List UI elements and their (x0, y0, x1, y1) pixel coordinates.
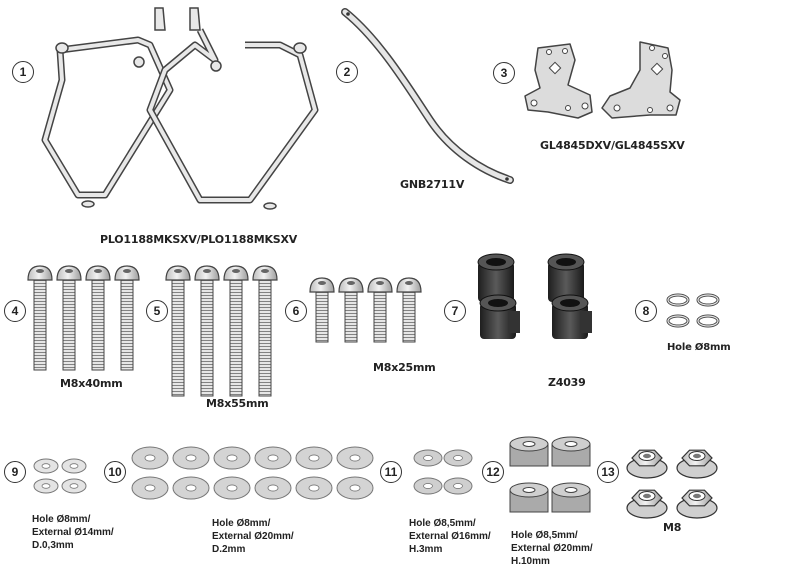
label-line: H.10mm (511, 556, 550, 567)
part-number-8: 8 (635, 300, 657, 322)
washer (213, 476, 251, 500)
part-number-2: 2 (336, 61, 358, 83)
washer (33, 458, 59, 474)
washer (413, 477, 443, 495)
bolt (56, 265, 82, 371)
label-line: H.3mm (409, 544, 443, 555)
washer (33, 478, 59, 494)
thin-washers (33, 458, 87, 494)
part-label-13: M8 (663, 521, 682, 534)
part-label-6: M8x25mm (373, 361, 436, 374)
bolt (165, 265, 191, 397)
washer (413, 449, 443, 467)
part-number-11: 11 (380, 461, 402, 483)
part-label-9: Hole Ø8mm/ External Ø14mm/ D.0,3mm (32, 513, 114, 552)
washer (336, 476, 374, 500)
part-label-7: Z4039 (548, 376, 586, 389)
side-frame-right-inner (148, 29, 317, 202)
flange-nut (676, 449, 718, 479)
bolt (252, 265, 278, 397)
label-line: External Ø16mm/ (409, 531, 491, 542)
bolt (309, 277, 335, 343)
lock-washers (666, 293, 720, 328)
bolt (85, 265, 111, 371)
sleeve (547, 253, 585, 310)
side-frame-left-inner (43, 38, 172, 197)
part-number-9: 9 (4, 461, 26, 483)
part-label-11: Hole Ø8,5mm/ External Ø16mm/ H.3mm (409, 517, 491, 556)
label-line: D.0,3mm (32, 540, 74, 551)
washer (336, 446, 374, 470)
part-number-10: 10 (104, 461, 126, 483)
part-label-3: GL4845DXV/GL4845SXV (540, 139, 685, 152)
bolt (114, 265, 140, 371)
label-line: Hole Ø8,5mm/ (511, 530, 578, 541)
washer (131, 476, 169, 500)
washer (172, 446, 210, 470)
washer (254, 446, 292, 470)
part-label-8: Hole Ø8mm (667, 342, 731, 353)
label-line: External Ø14mm/ (32, 527, 114, 538)
spacer (509, 482, 549, 513)
part-number-5: 5 (146, 300, 168, 322)
part-label-12: Hole Ø8,5mm/ External Ø20mm/ H.10mm (511, 529, 593, 568)
part-label-5: M8x55mm (206, 397, 269, 410)
washer (172, 476, 210, 500)
flange-nuts (626, 449, 718, 519)
washer (254, 476, 292, 500)
bolt (338, 277, 364, 343)
spacer (551, 436, 591, 467)
washer (131, 446, 169, 470)
label-line: External Ø20mm/ (511, 543, 593, 554)
label-line: Hole Ø8mm/ (32, 514, 91, 525)
frame-tabs (55, 7, 307, 210)
part-label-4: M8x40mm (60, 377, 123, 390)
sleeve (551, 294, 592, 339)
washer (295, 446, 333, 470)
label-line: External Ø20mm/ (212, 531, 294, 542)
bolts-group (27, 265, 422, 397)
label-line: Hole Ø8,5mm/ (409, 518, 476, 529)
bolt (396, 277, 422, 343)
spacer (509, 436, 549, 467)
medium-washers (413, 449, 473, 495)
part-number-7: 7 (444, 300, 466, 322)
part-number-4: 4 (4, 300, 26, 322)
part-number-3: 3 (493, 62, 515, 84)
washer (443, 477, 473, 495)
part-label-1: PLO1188MKSXV/PLO1188MKSXV (100, 233, 298, 246)
part-label-10: Hole Ø8mm/ External Ø20mm/ D.2mm (212, 517, 294, 556)
part-number-1: 1 (12, 61, 34, 83)
label-line: D.2mm (212, 544, 246, 555)
bolt (223, 265, 249, 397)
part-label-2: GNB2711V (400, 178, 465, 191)
side-frame-right (146, 28, 319, 204)
sleeve (479, 294, 520, 339)
bracket-pair (524, 41, 681, 119)
washer (61, 458, 87, 474)
part-number-6: 6 (285, 300, 307, 322)
bolt (194, 265, 220, 397)
label-line: Hole Ø8mm/ (212, 518, 271, 529)
bolt (27, 265, 53, 371)
spacer (551, 482, 591, 513)
washer (213, 446, 251, 470)
washer (443, 449, 473, 467)
large-washers (131, 446, 374, 500)
spacers (509, 436, 591, 513)
flange-nut (626, 449, 668, 479)
part-number-13: 13 (597, 461, 619, 483)
flange-nut (676, 489, 718, 519)
washer (295, 476, 333, 500)
sleeves-group (477, 253, 592, 339)
bolt (367, 277, 393, 343)
washer (61, 478, 87, 494)
part-number-12: 12 (482, 461, 504, 483)
flange-nut (626, 489, 668, 519)
